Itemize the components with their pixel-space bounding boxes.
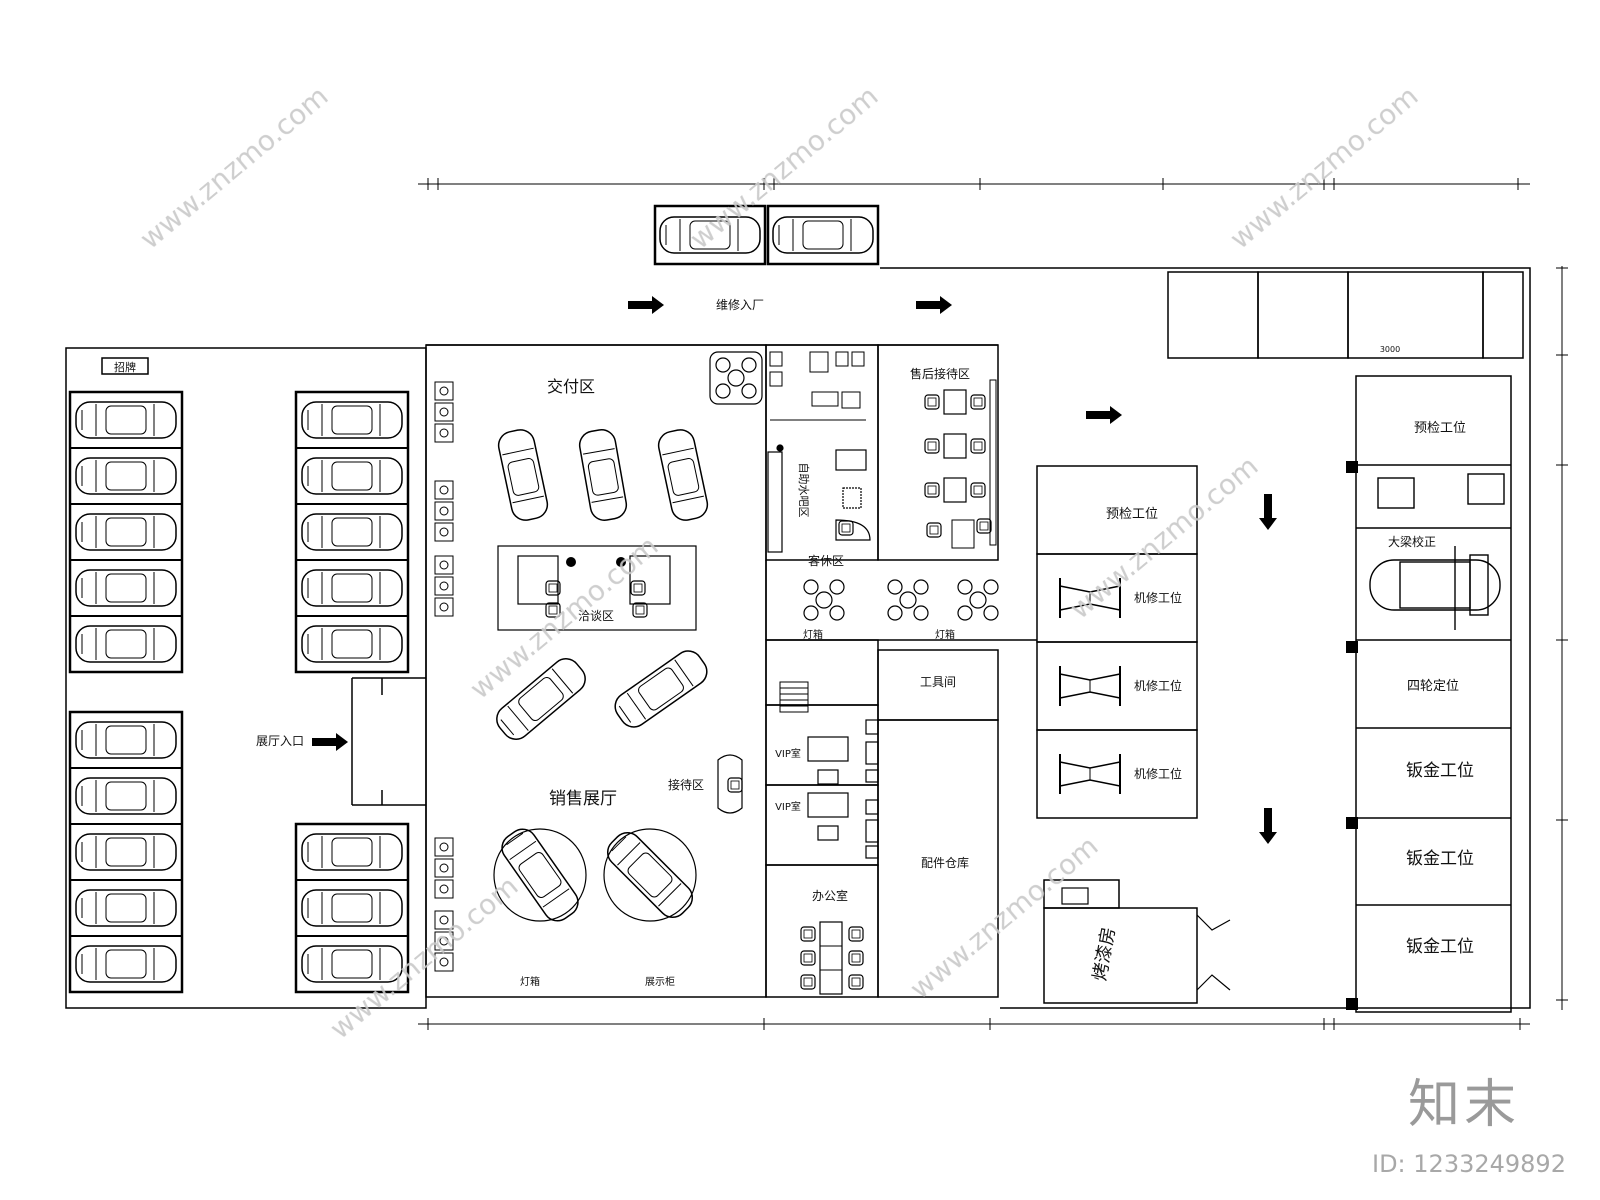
paint-booth-label: 烤漆房 [1090,926,1120,983]
repair-bay-label-2: 机修工位 [1134,678,1182,693]
dimension-lines [418,178,1568,1030]
display-cabinet-label: 展示柜 [645,975,675,988]
tool-room-label: 工具间 [920,675,956,689]
showroom-cars [490,426,714,928]
sales-showroom-label: 销售展厅 [549,789,617,809]
office-desks [800,921,864,995]
showroom-entrance-label: 展厅入口 [256,734,304,748]
lounge-tables [803,579,999,621]
delivery-table [709,351,763,405]
sheet-metal-label-2: 钣金工位 [1406,849,1474,869]
parking-top [653,204,880,266]
building-walls [65,267,1531,1013]
stair [779,681,809,713]
repair-bay-label-1: 机修工位 [1134,590,1182,605]
watermark-3: www.znzmo.com [1223,79,1424,255]
reception-area-label: 接待区 [668,777,704,792]
dimension-label: 3000 [1380,345,1400,354]
self-service-label: 自助水吧区 [797,463,811,518]
service-entrance-label: 维修入厂 [716,297,764,312]
paint-booth-detail [1061,887,1231,991]
sheet-metal-label-3: 钣金工位 [1406,937,1474,957]
watermark-6: www.znzmo.com [323,869,524,1045]
showroom-wall-items [434,381,454,972]
lightbox-label-2: 灯箱 [935,628,955,641]
parts-warehouse-label: 配件仓库 [921,855,969,870]
vip-room-label-2: VIP室 [775,800,801,813]
pre-inspection-label-1: 预检工位 [1106,507,1158,522]
lounge-label: 客休区 [808,553,844,568]
service-reception-label: 售后接待区 [910,366,970,381]
parking-left-top [68,390,184,674]
columns [1346,461,1358,1010]
signboard-label: 招牌 [114,360,136,374]
vip-furniture [807,719,879,859]
frame-straightening-label: 大梁校正 [1388,534,1436,549]
parking-left-bottom [68,710,184,994]
vip-room-label-1: VIP室 [775,747,801,760]
negotiation-area-label: 洽谈区 [578,609,614,623]
watermark-2: www.znzmo.com [683,79,884,255]
watermarks: www.znzmo.com www.znzmo.com www.znzmo.co… [133,79,1424,1045]
brand-logo: 知末 [1408,1075,1521,1135]
lightbox-label-1: 灯箱 [803,628,823,641]
image-id: ID: 1233249892 [1372,1150,1566,1178]
sheet-metal-label-1: 钣金工位 [1406,761,1474,781]
signboard-frame [101,357,149,375]
repair-bay-label-3: 机修工位 [1134,766,1182,781]
watermark-1: www.znzmo.com [133,79,334,255]
reception-desk [717,754,743,814]
parking-middle-bottom [294,822,410,994]
parking-middle-top [294,390,410,674]
service-desks [924,379,997,549]
lightbox-label-3: 灯箱 [520,975,540,988]
watermark-5: www.znzmo.com [463,529,664,705]
delivery-area-label: 交付区 [547,377,595,396]
office-label: 办公室 [812,888,848,903]
self-service-bar [767,444,871,553]
wheel-alignment-label: 四轮定位 [1407,679,1459,694]
restrooms [769,351,866,421]
pre-inspection-label-2: 预检工位 [1414,421,1466,436]
negotiation-lounge [497,545,697,631]
frame-straightener [1369,473,1505,630]
